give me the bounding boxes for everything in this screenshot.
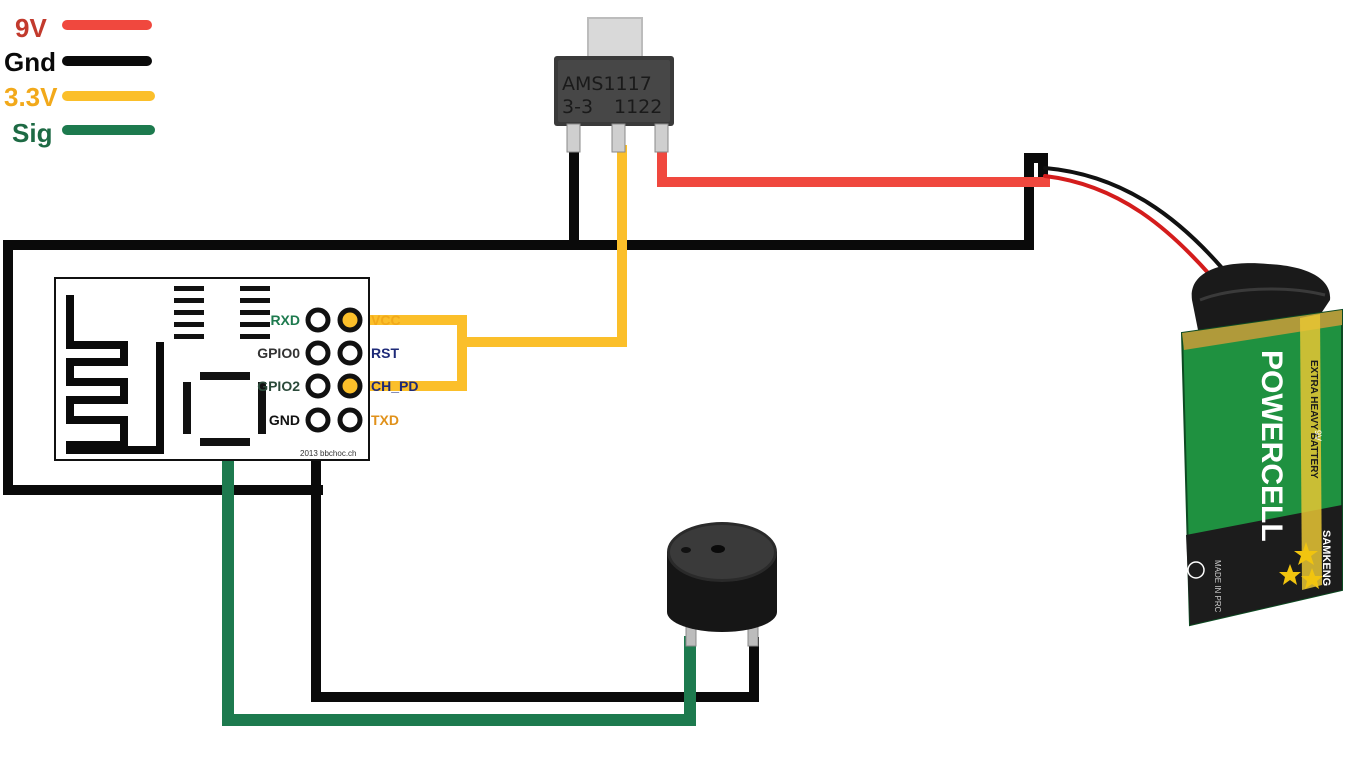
pin-label-gpio2: GPIO2 [257, 378, 300, 394]
battery-snap-wires [1043, 166, 1224, 277]
battery-snap-connector [1191, 263, 1331, 330]
pin-label-gnd: GND [269, 412, 300, 428]
regulator-tab [587, 17, 643, 59]
snap-wire-red [1043, 174, 1212, 277]
v33-wire [457, 145, 627, 347]
pin-gpio0 [305, 340, 331, 366]
esp-flash-chip-marks [174, 286, 270, 339]
recycle-icon [1187, 561, 1205, 579]
v9-wire [657, 145, 1050, 187]
legend-label-sig: Sig [12, 118, 52, 148]
pin-txd [337, 407, 363, 433]
legend: 9V Gnd 3.3V Sig [4, 13, 155, 148]
pin-label-rxd: RXD [270, 312, 300, 328]
legend-label-9v: 9V [15, 13, 47, 43]
regulator-pin-in [654, 123, 669, 153]
legend-item-9v: 9V [15, 13, 152, 43]
piezo-buzzer-icon [667, 522, 777, 647]
legend-item-sig: Sig [12, 118, 155, 148]
gnd-wire-left-frame [3, 240, 579, 495]
pin-gnd [305, 407, 331, 433]
pin-label-gpio0: GPIO0 [257, 345, 300, 361]
battery-made-in: MADE IN PRC [1213, 560, 1222, 613]
snap-highlight [1199, 287, 1326, 302]
star-icon [1279, 564, 1301, 585]
pin-vcc [337, 307, 363, 333]
esp-antenna-trace [66, 295, 164, 454]
regulator-label-line1: AMS1117 [562, 73, 652, 95]
pin-label-ch-pd: CH_PD [371, 378, 418, 394]
legend-item-gnd: Gnd [4, 47, 152, 77]
esp01-module: RXD GPIO0 GPIO2 GND VCC RST CH_PD TXD 20… [54, 277, 418, 461]
battery-side-text: SAMKENG [1320, 530, 1332, 586]
star-icon [1301, 568, 1323, 589]
regulator-label-line3: 1122 [614, 96, 662, 118]
snap-wire-black [1043, 166, 1224, 270]
legend-label-gnd: Gnd [4, 47, 56, 77]
ams1117-regulator: AMS1117 3-3 1122 [554, 17, 674, 153]
pin-label-rst: RST [371, 345, 399, 361]
regulator-label-line2: 3-3 [562, 96, 593, 118]
legend-item-3v3: 3.3V [4, 82, 155, 112]
battery-9v-icon: POWERCELL EXTRA HEAVY BATTERY SAMKENG MA… [1180, 263, 1343, 627]
star-icon [1294, 542, 1318, 565]
legend-label-3v3: 3.3V [4, 82, 58, 112]
battery-brand: POWERCELL [1255, 350, 1288, 542]
battery-voltage: 9V [1313, 430, 1323, 441]
esp-pin-header [305, 307, 363, 433]
pin-ch-pd [337, 373, 363, 399]
gnd-wire-loop [569, 145, 1048, 250]
pin-rst [337, 340, 363, 366]
esp8266-chip-footprint [183, 372, 266, 446]
esp-board-outline [54, 277, 370, 461]
battery-star-icons [1279, 542, 1323, 589]
pin-gpio2 [305, 373, 331, 399]
pin-label-txd: TXD [371, 412, 399, 428]
pin-rxd [305, 307, 331, 333]
regulator-face [558, 60, 670, 122]
battery-tagline: EXTRA HEAVY BATTERY [1308, 360, 1319, 479]
regulator-pin-gnd [566, 123, 581, 153]
buzzer-pin-mark [681, 547, 691, 553]
pin-label-vcc: VCC [371, 312, 401, 328]
regulator-pin-out [611, 123, 626, 153]
gnd-wire-buzzer [311, 415, 759, 702]
esp-footer-text: 2013 bbchoc.ch [300, 449, 357, 458]
v33-wire-vcc-chpd [345, 315, 467, 391]
battery-stripe [1300, 314, 1322, 590]
buzzer-sound-hole [711, 545, 725, 553]
